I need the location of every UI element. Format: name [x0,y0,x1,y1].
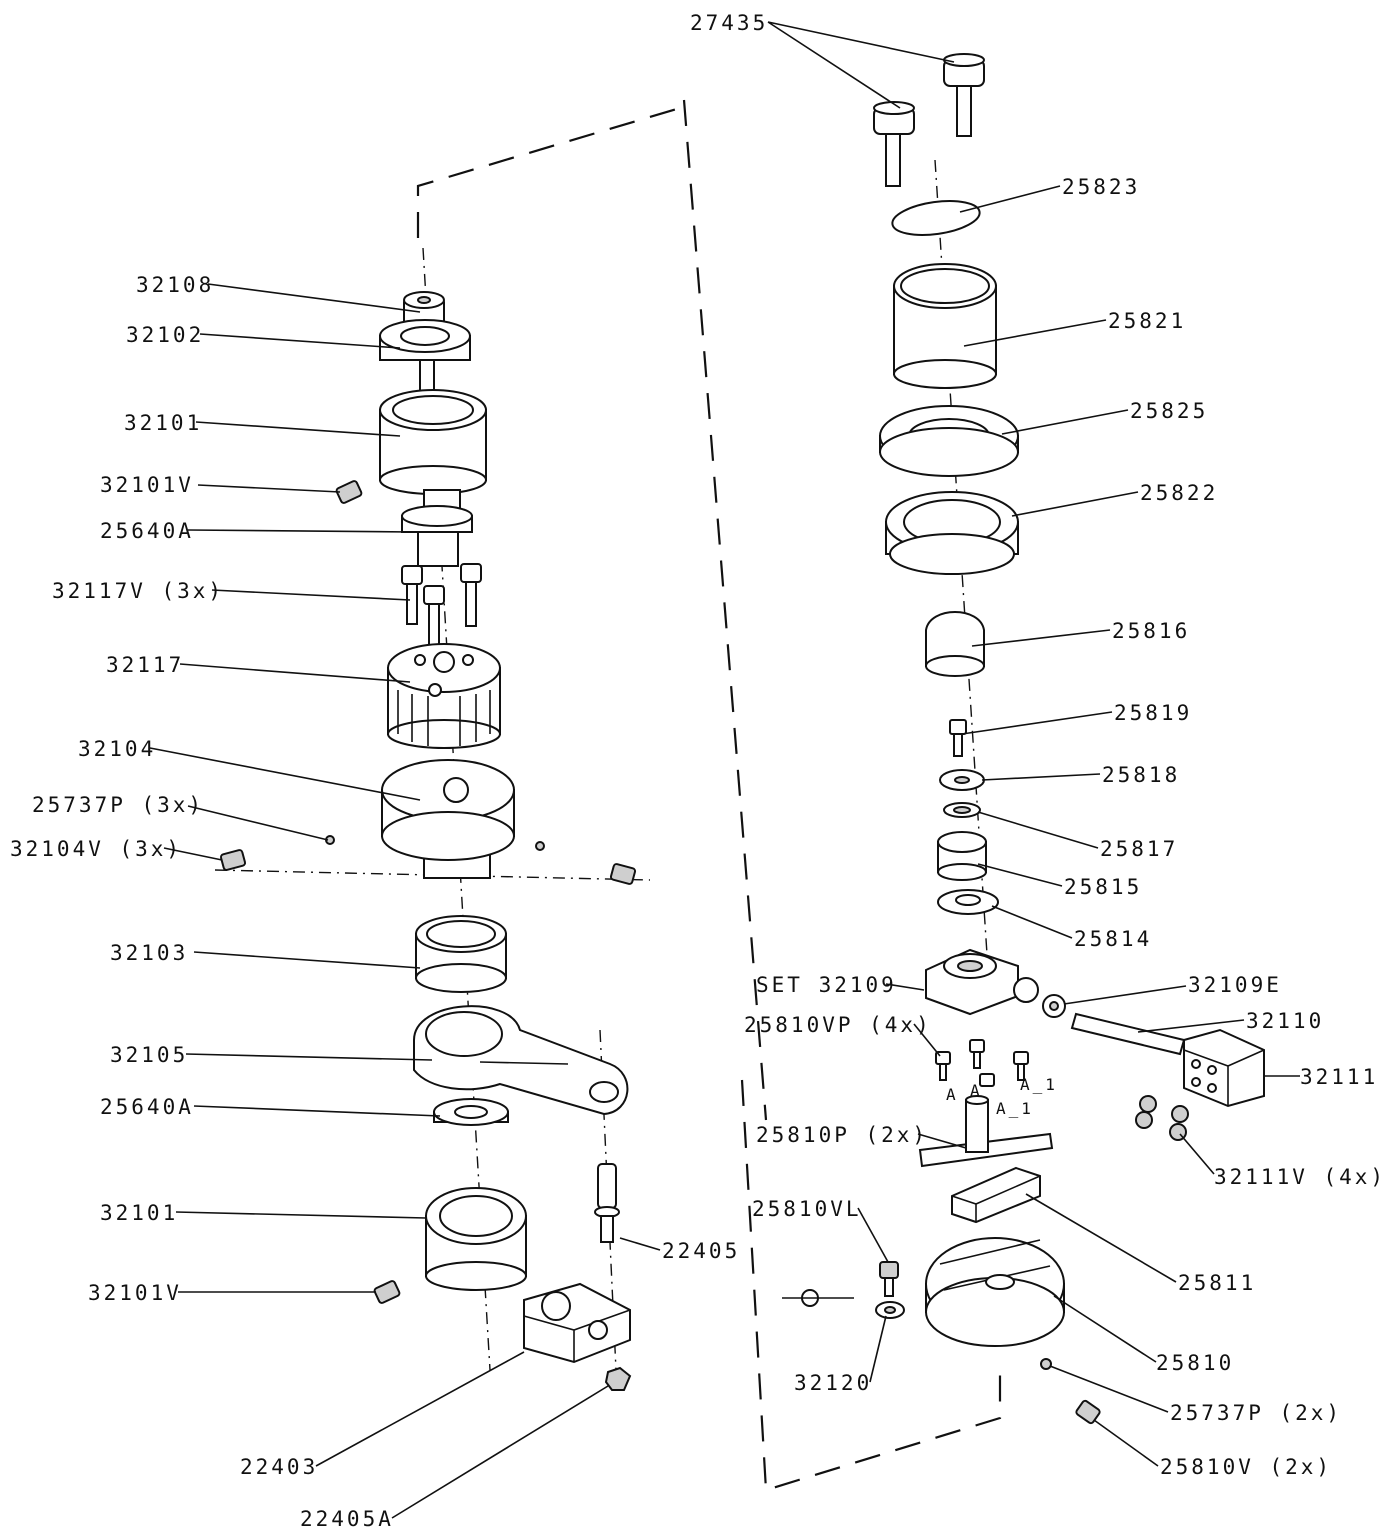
part-25737p-ball [1040,1358,1052,1370]
callout-25811: 25811 [1178,1271,1256,1295]
callout-25810v: 25810V (2x) [1160,1455,1332,1479]
callout-32102: 32102 [126,323,204,347]
part-25814-washer [937,889,999,915]
callout-25814: 25814 [1074,927,1152,951]
callout-25819: 25819 [1114,701,1192,725]
right-callouts: 27435 25823 25821 25825 25822 25816 2581… [690,11,1386,1479]
callout-32104: 32104 [78,737,156,761]
detail-mark-a-left: A [946,1085,959,1104]
callout-25737p-2x: 25737P (2x) [1170,1401,1342,1425]
callout-25640a-upper: 25640A [100,519,194,543]
part-32101-upper-housing [379,359,487,527]
part-22405a-nut [604,1366,632,1391]
detail-mark-a1-lower: A_1 [996,1099,1034,1118]
part-32109e-nut [1042,994,1066,1018]
part-32101v-setscrew-lower [373,1280,401,1304]
part-25823-plate [891,200,981,236]
part-25817-washer [943,802,981,818]
assembly-boundary [416,99,1002,1492]
callout-25640a-lower: 25640A [100,1095,194,1119]
callout-22403: 22403 [240,1455,318,1479]
part-25825-flange [879,405,1019,477]
part-25816-cone [925,611,985,677]
leader-lines [149,21,1300,1519]
callout-32110: 32110 [1246,1009,1324,1033]
part-32103-collar [415,915,507,993]
part-32101-lower-housing [425,1187,527,1291]
callout-32111: 32111 [1300,1065,1378,1089]
part-25640a-washer-upper [401,505,473,567]
callout-25822: 25822 [1140,481,1218,505]
callout-32111v: 32111V (4x) [1214,1165,1386,1189]
part-27435-knobs [873,53,985,187]
callout-32108: 32108 [136,273,214,297]
callout-25810p: 25810P (2x) [756,1123,928,1147]
callout-25810vp: 25810VP (4x) [744,1013,932,1037]
callout-25737p-3x: 25737P (3x) [32,793,204,817]
part-32102-bearing [379,319,471,361]
part-32111v-screws [1135,1095,1189,1141]
part-32117-gear [387,643,501,749]
callout-25810: 25810 [1156,1351,1234,1375]
part-32104-hub [381,759,515,879]
part-32111-block [1183,1028,1265,1108]
callout-32105: 32105 [110,1043,188,1067]
part-25810-base [925,1237,1065,1347]
part-32104v-setscrews [219,835,637,885]
callout-32117: 32117 [106,653,184,677]
part-25810vl-screw [801,1261,899,1307]
callout-32120: 32120 [794,1371,872,1395]
part-25822-ring [885,491,1019,575]
part-25640a-washer-lower [433,1098,509,1126]
part-32101v-setscrew [335,480,363,504]
part-25810v-setscrews [1075,1399,1101,1425]
part-32120-washer [875,1301,905,1319]
part-22405-pin [594,1163,620,1243]
callout-32104v: 32104V (3x) [10,837,182,861]
callout-25818: 25818 [1102,763,1180,787]
callout-32101-upper: 32101 [124,411,202,435]
callout-22405a: 22405A [300,1507,394,1531]
callout-32109e: 32109E [1188,973,1282,997]
part-25819-screw [949,719,967,757]
part-25815-bushing [937,831,987,881]
detail-mark-a-center: A [970,1081,983,1100]
part-22403-block [523,1282,631,1364]
callout-25825: 25825 [1130,399,1208,423]
callout-set-32109: SET 32109 [756,973,897,997]
callout-25817: 25817 [1100,837,1178,861]
part-25818-washer [939,769,985,791]
detail-mark-a1-right: A_1 [1020,1075,1058,1094]
callout-25821: 25821 [1108,309,1186,333]
callout-22405: 22405 [662,1239,740,1263]
part-32105-lever-arm [413,1005,629,1116]
callout-25810vl: 25810VL [752,1197,862,1221]
part-32109-housing [925,948,1039,1016]
part-25811-slide [951,1166,1041,1224]
callout-32101v-lower: 32101V [88,1281,182,1305]
part-32117v-screws [401,563,482,649]
part-25810vp-screws [935,1039,1029,1087]
part-32110-rod [1070,1012,1186,1056]
callout-25815: 25815 [1064,875,1142,899]
detail-marks: A A A_1 A_1 [946,1075,1058,1118]
callout-32101-lower: 32101 [100,1201,178,1225]
callout-27435: 27435 [690,11,768,35]
callout-25816: 25816 [1112,619,1190,643]
left-callouts: 32108 32102 32101 32101V 25640A 32117V (… [10,273,740,1531]
callout-32101v-upper: 32101V [100,473,194,497]
callout-32117v: 32117V (3x) [52,579,224,603]
callout-25823: 25823 [1062,175,1140,199]
part-25821-sleeve [893,263,997,389]
part-25810p-pins [918,1095,1054,1168]
callout-32103: 32103 [110,941,188,965]
